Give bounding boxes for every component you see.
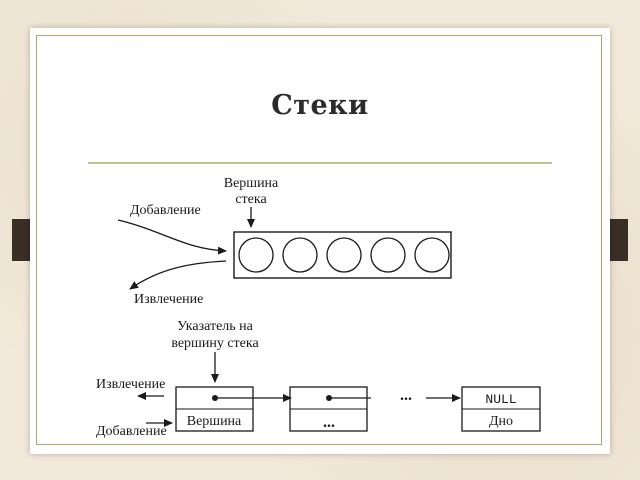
pointer-label-line2: вершину стека (171, 336, 259, 351)
node-bottom-null: NULL (485, 392, 516, 407)
stack-diagram: Добавление Вершина стека Извлечение Указ… (94, 171, 542, 439)
stack-top-label-line2: стека (235, 192, 267, 207)
stack-element-circle (370, 237, 406, 273)
stack-element-circle (238, 237, 274, 273)
linked-pop-label: Извлечение (96, 377, 165, 392)
pointer-label-line1: Указатель на (177, 319, 254, 334)
slide-frame (36, 35, 602, 445)
array-stack-diagram: Добавление Вершина стека Извлечение (117, 176, 452, 307)
stack-element-circle (326, 237, 362, 273)
stack-top-label-line1: Вершина (224, 176, 279, 191)
push-arrow (117, 219, 227, 255)
node-bottom-data: Дно (489, 414, 513, 429)
linked-stack-diagram: Указатель на вершину стека Извлечение До… (96, 319, 541, 439)
linked-node-bottom: NULL Дно (461, 386, 541, 432)
pop-arrow (129, 260, 227, 290)
linked-push-label: Добавление (96, 424, 167, 439)
title-underline (88, 162, 552, 164)
stack-element-circle (414, 237, 450, 273)
stack-element-circle (282, 237, 318, 273)
node-top-data: Вершина (187, 414, 242, 429)
chain-ellipsis: ... (400, 387, 412, 404)
stack-elements (238, 237, 450, 273)
slide-title: Стеки (271, 90, 369, 121)
linked-node-top: Вершина (175, 386, 292, 432)
pop-label: Извлечение (134, 292, 203, 307)
array-container (233, 231, 452, 279)
diagram-background (94, 171, 542, 439)
push-label: Добавление (130, 203, 201, 218)
linked-node-middle: ... (289, 386, 371, 432)
node-middle-data: ... (323, 414, 335, 431)
